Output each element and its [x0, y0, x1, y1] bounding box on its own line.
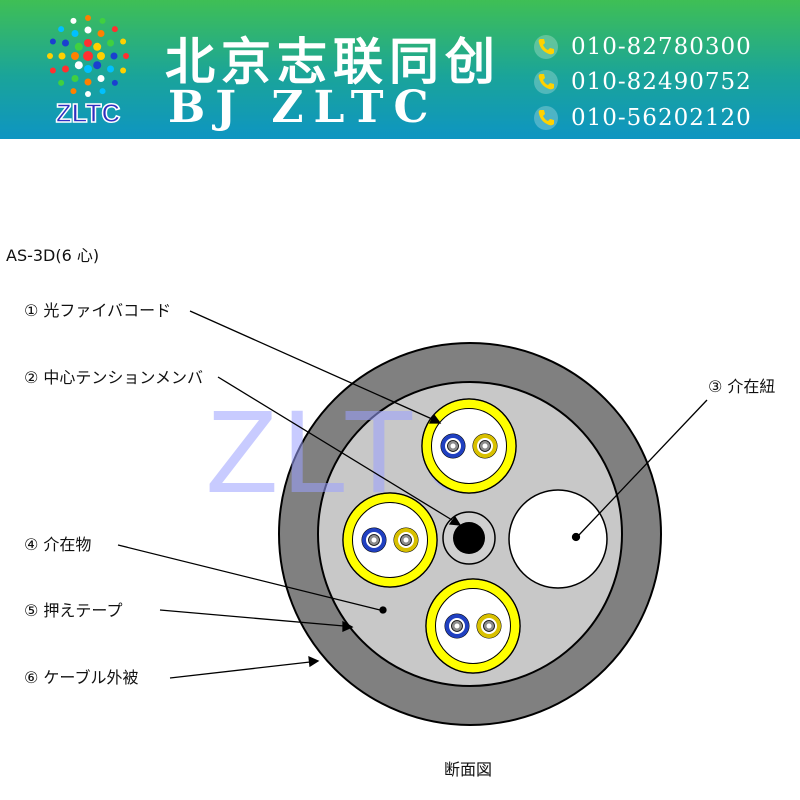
optical-fiber — [440, 433, 466, 459]
brand-chinese-name: 北京志联同创 — [165, 32, 501, 91]
phone-icon — [534, 35, 558, 59]
fiber-cord — [342, 492, 438, 588]
brand-english-name: BJ ZLTC — [168, 82, 439, 133]
phone-line-1: 010-82780300 — [533, 32, 752, 62]
zltc-logo-icon: ZLTC — [47, 15, 129, 128]
tension-member-core — [453, 522, 485, 554]
phone-number[interactable]: 010-82780300 — [571, 34, 752, 60]
header-banner: ZLTC 北京志联同创 BJ ZLTC 010-82780300 010-824… — [0, 0, 800, 139]
optical-fiber — [476, 613, 502, 639]
logo-text: ZLTC — [56, 98, 121, 128]
label-tension-member: ② 中心テンションメンバ — [24, 368, 203, 387]
label-holding-tape: ⑤ 押えテープ — [24, 601, 122, 620]
phone-number[interactable]: 010-56202120 — [571, 105, 752, 131]
label-cable-sheath: ⑥ ケーブル外被 — [24, 668, 138, 687]
phone-icon — [534, 70, 558, 94]
label-filler: ④ 介在物 — [24, 535, 91, 554]
fiber-cord — [421, 398, 517, 494]
phone-number[interactable]: 010-82490752 — [571, 69, 752, 95]
diagram-title: AS-3D(6 心) — [6, 246, 100, 265]
phone-icon — [534, 106, 558, 130]
phone-line-3: 010-56202120 — [533, 103, 752, 133]
optical-fiber — [444, 613, 470, 639]
optical-fiber — [393, 527, 419, 553]
phone-line-2: 010-82490752 — [533, 67, 752, 97]
label-optical-fiber-cord: ① 光ファイバコード — [24, 301, 171, 320]
optical-fiber — [361, 527, 387, 553]
filler-string — [508, 489, 608, 589]
optical-fiber — [472, 433, 498, 459]
diagram-caption: 断面図 — [444, 760, 493, 779]
fiber-cord — [425, 578, 521, 674]
label-filler-string: ③ 介在紐 — [708, 377, 775, 396]
